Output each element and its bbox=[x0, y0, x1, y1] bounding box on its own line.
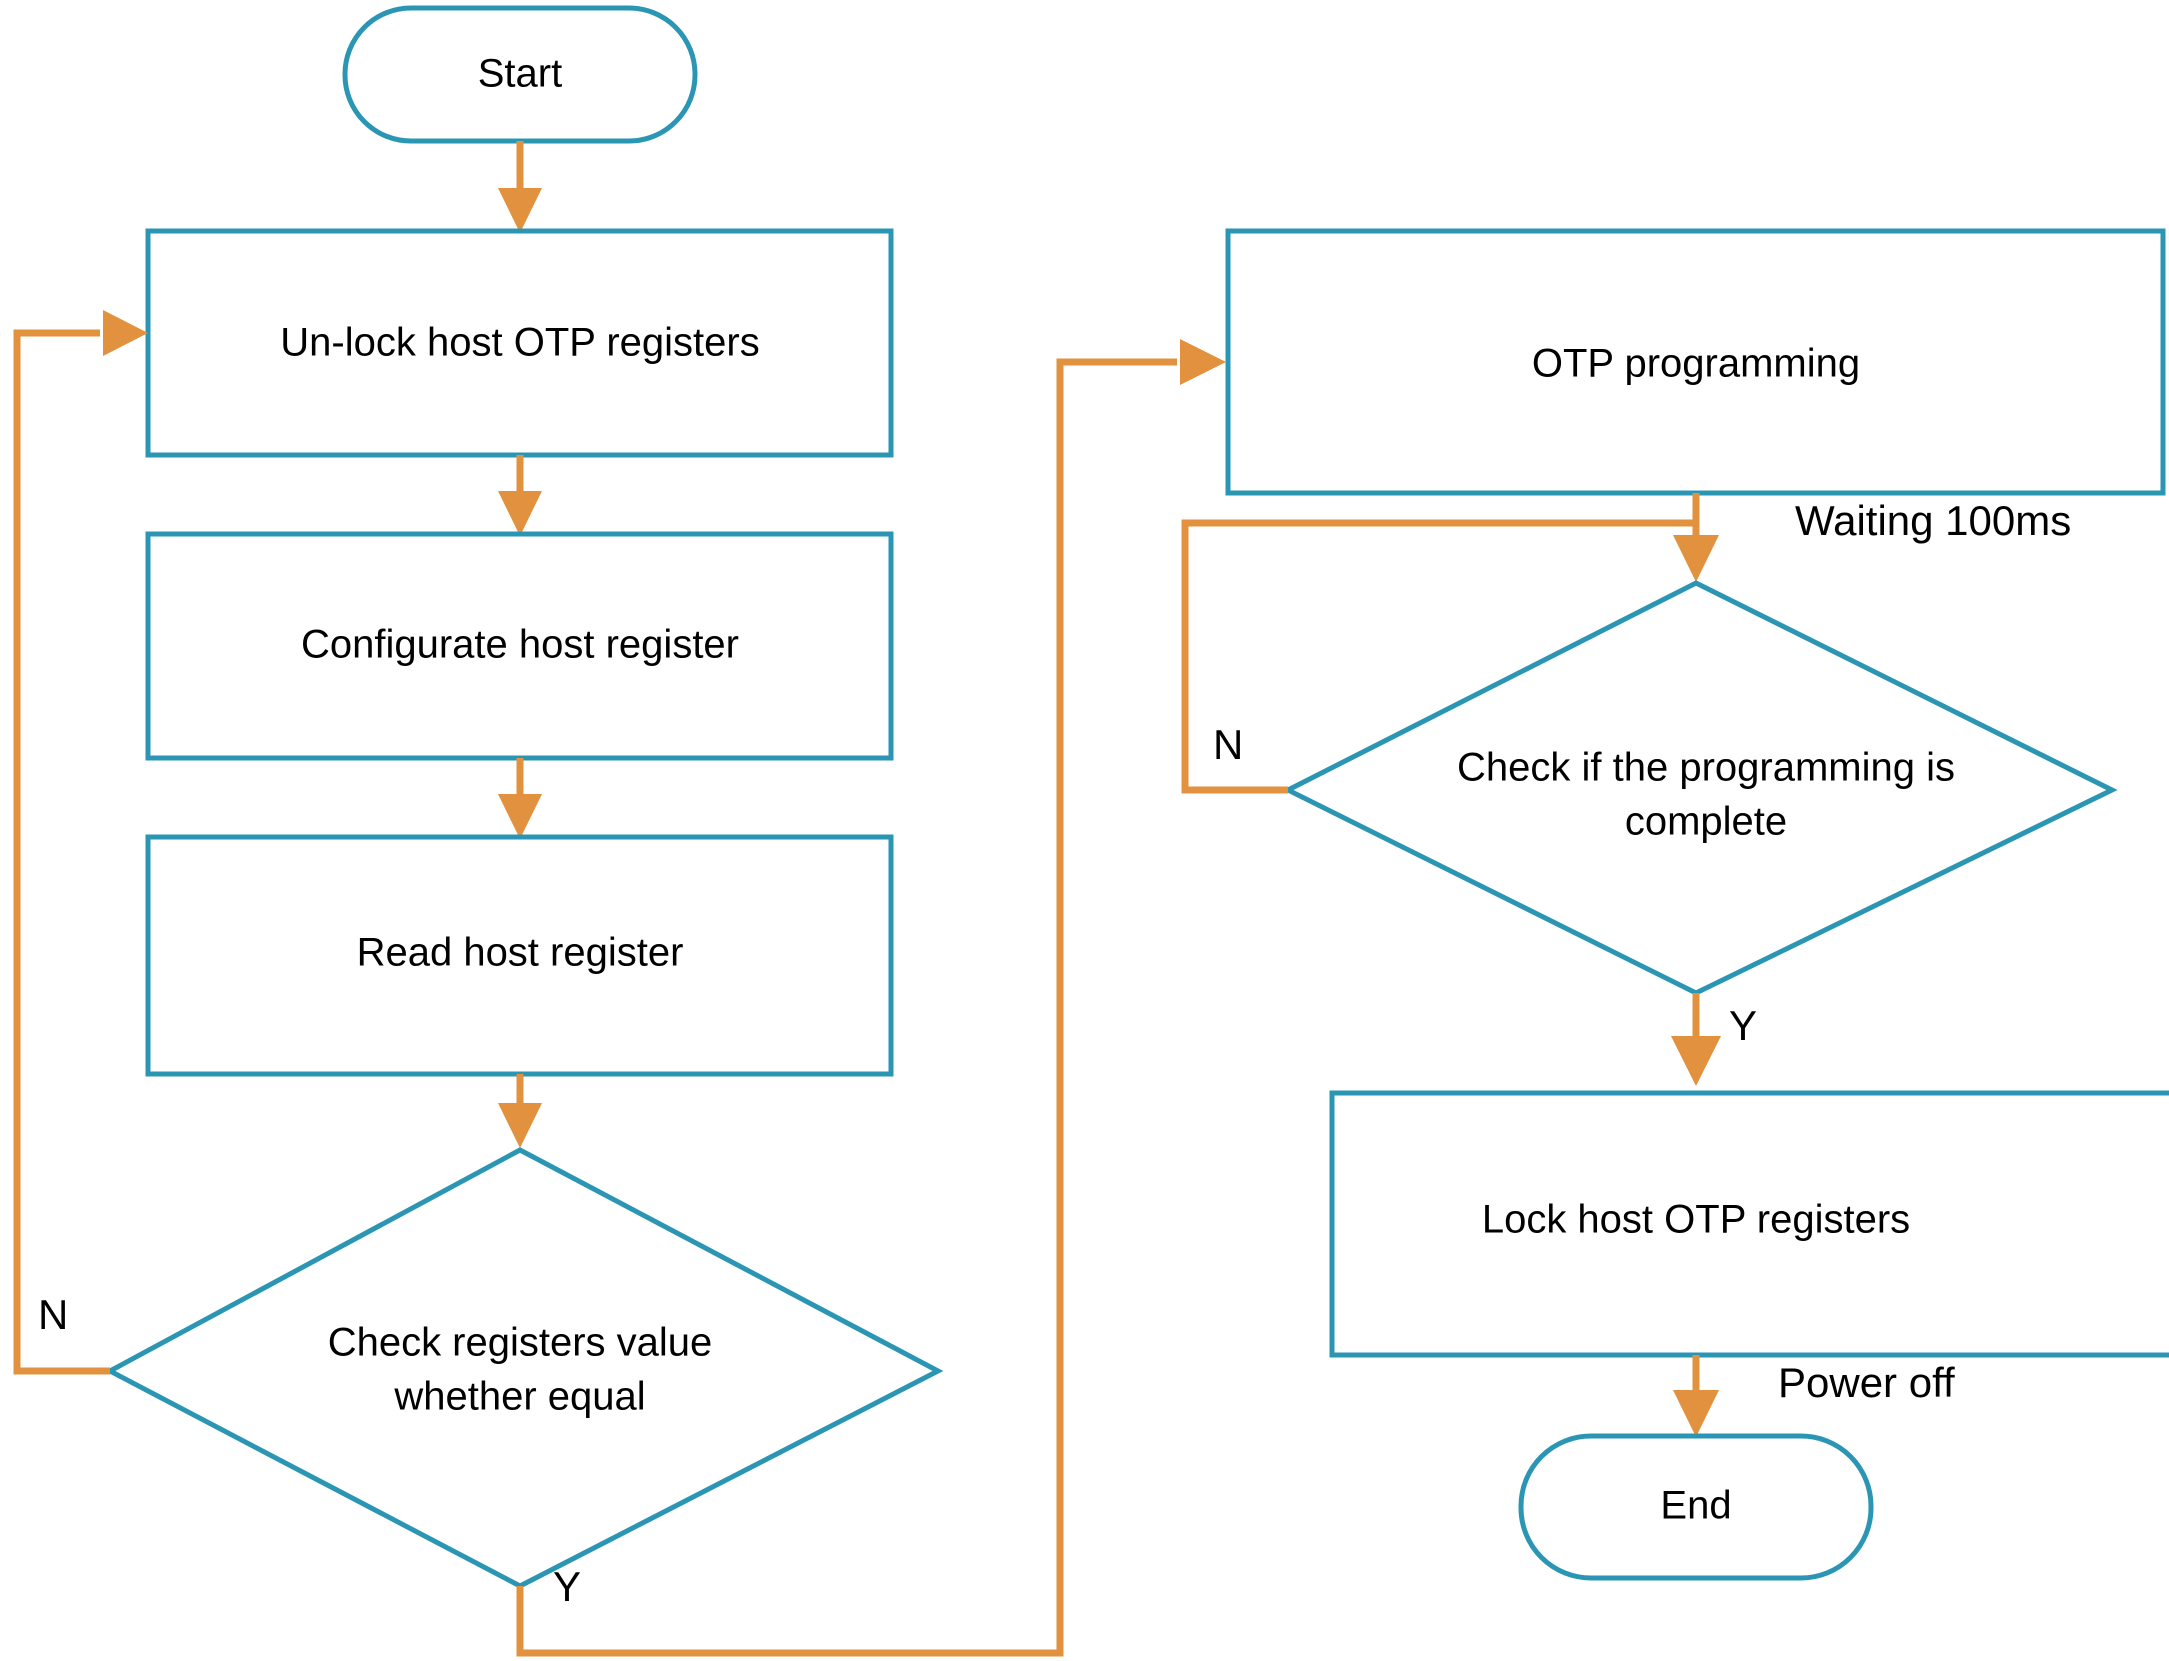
arrowhead-right-icon bbox=[1180, 339, 1226, 385]
edge-read-to-check-equal bbox=[498, 1074, 542, 1148]
edge-otp-to-check-complete bbox=[1673, 493, 1719, 582]
unlock-label: Un-lock host OTP registers bbox=[280, 321, 759, 365]
check-equal-no-label: N bbox=[38, 1291, 68, 1338]
edge-check-equal-no-loop bbox=[13, 310, 148, 1375]
node-end: End bbox=[1518, 1433, 1874, 1581]
edge-check-complete-no-loop bbox=[1181, 519, 1696, 794]
edge-lock-to-end bbox=[1673, 1355, 1719, 1437]
power-off-label: Power off bbox=[1778, 1359, 1955, 1406]
node-check-equal: Check registers value whether equal bbox=[104, 1147, 944, 1589]
arrowhead-right-icon bbox=[103, 310, 148, 356]
lock-process-shape bbox=[1329, 1090, 2169, 1358]
edge-start-to-unlock bbox=[498, 141, 542, 233]
node-unlock: Un-lock host OTP registers bbox=[145, 228, 894, 458]
waiting-label: Waiting 100ms bbox=[1795, 497, 2071, 544]
read-process-shape bbox=[145, 834, 894, 1077]
check-complete-yes-label: Y bbox=[1729, 1002, 1757, 1049]
lock-label: Lock host OTP registers bbox=[1482, 1198, 1910, 1242]
node-otp-programming: OTP programming bbox=[1225, 228, 2166, 496]
read-label: Read host register bbox=[357, 931, 684, 975]
check-complete-label-line1: Check if the programming is bbox=[1457, 746, 1955, 790]
otp-programming-label: OTP programming bbox=[1532, 342, 1860, 386]
edge-check-equal-yes-to-otp bbox=[516, 339, 1226, 1657]
edge-configure-to-read bbox=[498, 758, 542, 839]
check-equal-yes-label: Y bbox=[553, 1563, 581, 1610]
configure-process-shape bbox=[145, 531, 894, 761]
check-equal-label-line2: whether equal bbox=[393, 1375, 645, 1419]
edge-check-complete-yes-to-lock bbox=[1671, 993, 1721, 1086]
end-terminator-shape bbox=[1518, 1433, 1874, 1581]
end-label: End bbox=[1660, 1484, 1731, 1528]
edge-unlock-to-configure bbox=[498, 455, 542, 536]
check-equal-decision-shape bbox=[104, 1147, 944, 1589]
arrowhead-down-icon bbox=[498, 794, 542, 839]
arrowhead-down-icon bbox=[498, 188, 542, 233]
node-check-complete: Check if the programming is complete bbox=[1282, 580, 2118, 996]
arrowhead-down-icon bbox=[1673, 1390, 1719, 1437]
check-complete-no-label: N bbox=[1213, 721, 1243, 768]
check-equal-label-line1: Check registers value bbox=[328, 1321, 713, 1365]
node-lock: Lock host OTP registers bbox=[1329, 1090, 2169, 1358]
unlock-process-shape bbox=[145, 228, 894, 458]
configure-label: Configurate host register bbox=[301, 623, 739, 667]
node-read: Read host register bbox=[145, 834, 894, 1077]
node-start: Start bbox=[342, 5, 698, 144]
arrowhead-down-icon bbox=[498, 1103, 542, 1148]
start-label: Start bbox=[478, 52, 562, 96]
arrowhead-down-icon bbox=[498, 491, 542, 536]
node-configure: Configurate host register bbox=[145, 531, 894, 761]
check-complete-label-line2: complete bbox=[1625, 800, 1787, 844]
otp-programming-process-shape bbox=[1225, 228, 2166, 496]
arrowhead-down-icon bbox=[1671, 1036, 1721, 1086]
arrowhead-down-icon bbox=[1673, 535, 1719, 582]
